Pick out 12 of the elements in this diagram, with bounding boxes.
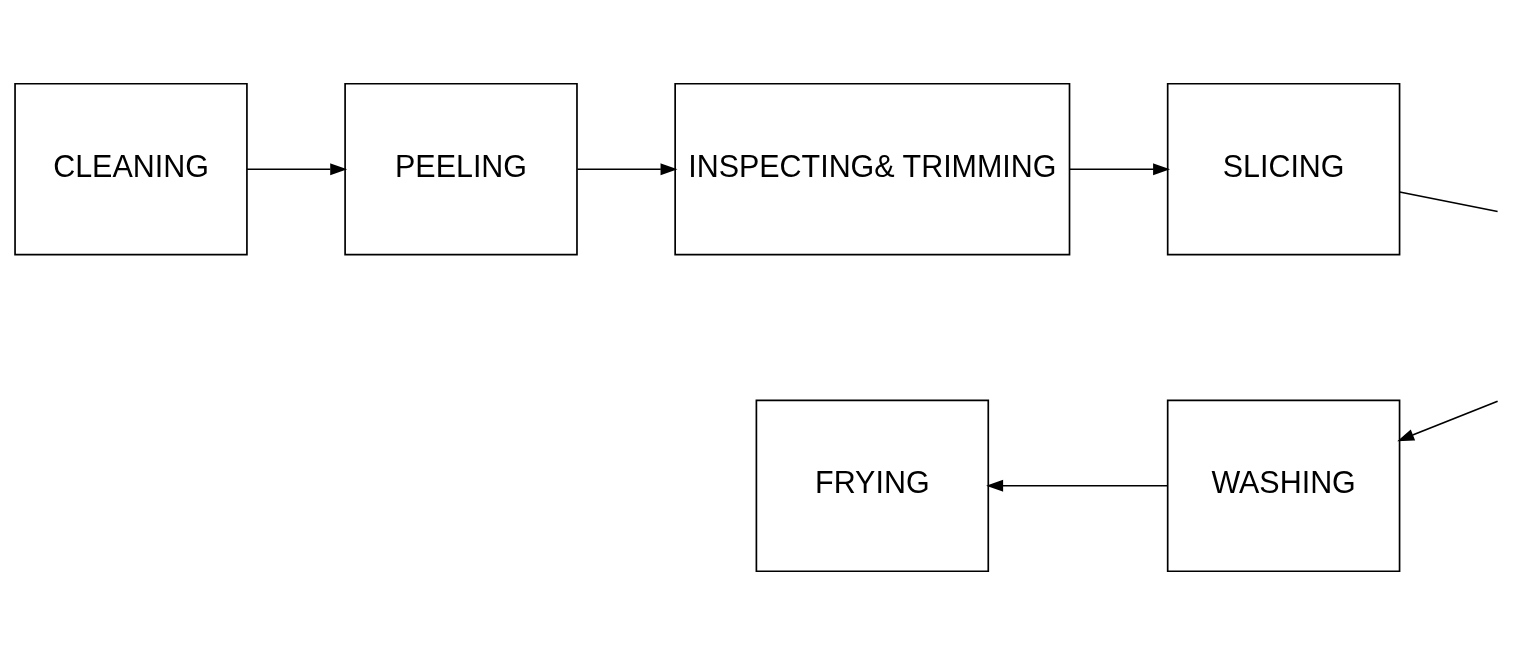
- arrow: [1068, 163, 1171, 176]
- node-box: WASHING: [1166, 399, 1401, 573]
- arrow: [1397, 400, 1499, 442]
- node-box: INSPECTING& TRIMMING: [674, 82, 1071, 256]
- node-box: PEELING: [344, 82, 578, 256]
- arrow: [986, 479, 1169, 492]
- arrow: [246, 163, 348, 176]
- node-box: SLICING: [1166, 82, 1401, 256]
- arrow: [576, 163, 678, 176]
- node-box: FRYING: [755, 399, 990, 573]
- connector: [1398, 191, 1499, 213]
- node-box: CLEANING: [14, 82, 248, 256]
